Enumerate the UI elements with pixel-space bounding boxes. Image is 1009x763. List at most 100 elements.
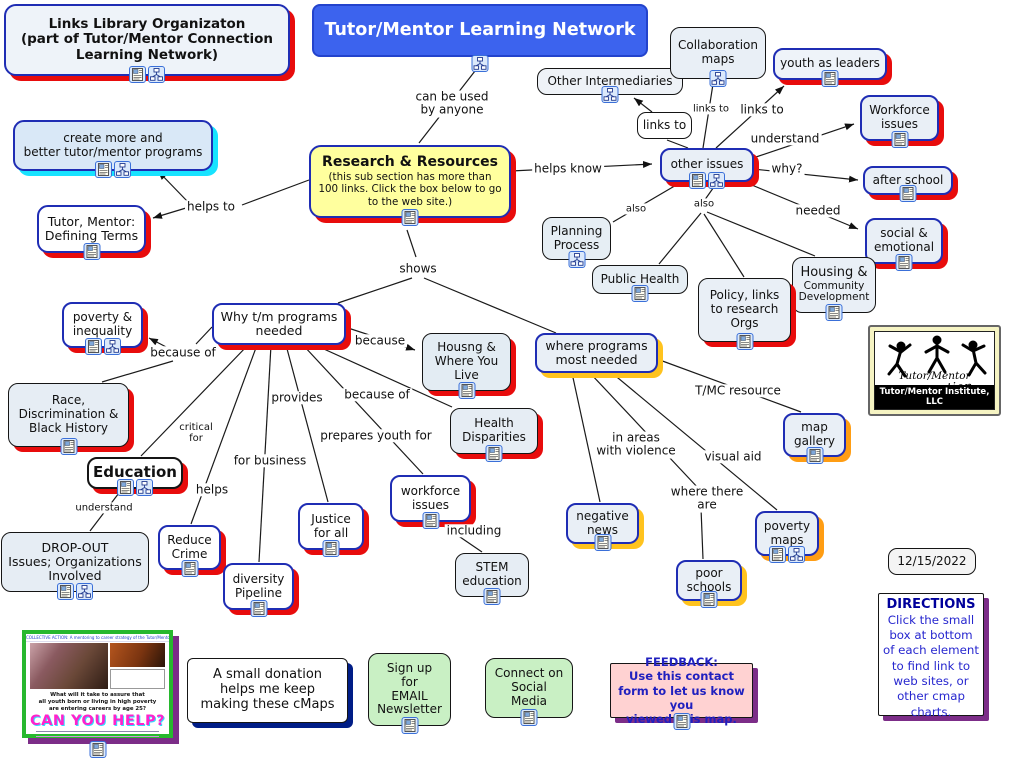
page-link-icon[interactable] [736,333,753,350]
node-research-resources[interactable]: Research & Resources (this sub section h… [309,145,511,226]
node-label: youth as leaders [780,56,880,71]
page-link-icon[interactable] [250,600,267,617]
edge-label-needed: needed [793,203,843,218]
node-email-newsletter-signup[interactable]: Sign up for EMAIL Newsletter [368,653,451,734]
cmap-link-icon[interactable] [103,338,121,355]
page-link-icon[interactable] [631,285,649,302]
node-label: where programs most needed [545,337,648,367]
poster-can-you-help[interactable]: COLLECTIVE ACTION: A mentoring to career… [22,630,173,758]
poster-can-you-help-text: CAN YOU HELP? [30,713,165,730]
date-box[interactable]: 12/15/2022 [888,548,976,575]
page-link-icon[interactable] [594,534,611,551]
page-link-icon[interactable] [895,254,913,271]
page-link-icon[interactable] [806,447,823,464]
cmap-link-icon[interactable] [76,583,93,600]
node-policy-research-orgs[interactable]: Policy, links to research Orgs [698,278,791,350]
node-diversity-pipeline[interactable]: diversity Pipeline [223,563,294,617]
page-link-icon[interactable] [769,546,786,563]
tutor-mentor-connection-logo[interactable]: Tutor/Mentor Connection Tutor/Mentor Ins… [868,325,1001,416]
page-link-icon[interactable] [422,512,439,529]
node-youth-as-leaders[interactable]: youth as leaders [773,48,887,87]
node-poor-schools[interactable]: poor schools [676,560,742,608]
node-housng-where-you-live[interactable]: Housng & Where You Live [422,333,511,399]
node-after-school[interactable]: after school [863,166,953,202]
edge-label-understand: understand [748,131,822,146]
node-reduce-crime[interactable]: Reduce Crime [158,525,221,577]
node-poverty-inequality[interactable]: poverty & inequality [62,302,143,355]
page-link-icon[interactable] [95,161,112,178]
node-tutor-mentor-defining-terms[interactable]: Tutor, Mentor: Defining Terms [37,205,146,260]
page-link-icon[interactable] [891,131,908,148]
node-housing-community-development[interactable]: Housing & Community Development [792,257,876,321]
node-workforce-issues-top[interactable]: Workforce issues [860,95,939,148]
node-race-discrimination-black-history[interactable]: Race, Discrimination & Black History [8,383,129,455]
page-link-icon[interactable] [689,172,706,189]
node-collaboration-maps[interactable]: Collaboration maps [670,27,766,87]
page-link-icon[interactable] [117,479,134,496]
node-label: STEM education [462,560,522,588]
cmap-link-icon[interactable] [601,86,619,103]
node-label: poverty maps [763,518,811,547]
node-donation[interactable]: A small donation helps me keep making th… [187,658,348,723]
cmap-link-icon[interactable] [148,66,165,83]
node-workforce-issues[interactable]: workforce issues [390,475,471,529]
page-link-icon[interactable] [821,70,839,87]
cmap-link-icon[interactable] [471,55,489,72]
node-dropout-issues[interactable]: DROP-OUT Issues; Organizations Involved [1,532,149,600]
node-other-intermediaries[interactable]: Other Intermediaries [537,68,683,103]
cmap-link-icon[interactable] [788,546,805,563]
page-link-icon[interactable] [83,243,100,260]
cmap-link-icon[interactable] [709,70,727,87]
node-label: Tutor/Mentor Learning Network [324,19,636,40]
page-link-icon[interactable] [458,382,475,399]
page-link-icon[interactable] [899,185,917,202]
node-negative-news[interactable]: negative news [566,503,639,551]
node-poverty-maps[interactable]: poverty maps [755,511,819,563]
node-label: Housing & [800,265,868,281]
node-education[interactable]: Education [87,457,183,496]
logo-figures [887,335,987,378]
page-link-icon[interactable] [84,338,102,355]
page-link-icon[interactable] [825,304,843,321]
node-label: Education [93,463,177,482]
node-planning-process[interactable]: Planning Process [542,217,611,268]
node-where-programs-most-needed[interactable]: where programs most needed [535,333,658,373]
node-stem-education[interactable]: STEM education [455,553,529,605]
cmap-link-icon[interactable] [114,161,131,178]
page-link-icon[interactable] [673,713,690,730]
node-label: Reduce Crime [167,532,212,561]
node-why-tm-programs-needed[interactable]: Why t/m programs needed [212,303,346,345]
node-create-more-programs[interactable]: create more and better tutor/mentor prog… [13,120,213,178]
node-justice-for-all[interactable]: Justice for all [298,503,364,557]
node-public-health[interactable]: Public Health [592,265,688,302]
page-link-icon[interactable] [57,583,74,600]
page-link-icon[interactable] [322,540,340,557]
cmap-link-icon[interactable] [708,172,725,189]
page-link-icon[interactable] [700,591,718,608]
page-link-icon[interactable] [483,588,501,605]
cmap-link-icon[interactable] [136,479,153,496]
node-links-to[interactable]: links to [637,112,692,139]
node-links-library[interactable]: Links Library Organizaton (part of Tutor… [4,4,290,83]
page-link-icon[interactable] [181,560,198,577]
node-feedback[interactable]: FEEDBACK: Use this contact form to let u… [610,655,753,730]
cmap-link-icon[interactable] [568,251,585,268]
page-link-icon[interactable] [401,209,419,226]
node-map-gallery[interactable]: map gallery [783,413,846,464]
node-other-issues[interactable]: other issues [660,148,754,189]
node-label: other issues [670,157,744,172]
node-social-media[interactable]: Connect on Social Media [485,658,573,726]
page-link-icon[interactable] [485,445,503,462]
edge-label-helps-to: helps to [184,199,238,214]
edge-label-shows: shows [397,261,439,276]
node-health-disparities[interactable]: Health Disparities [450,408,538,462]
node-social-emotional[interactable]: social & emotional [865,218,943,271]
page-link-icon[interactable] [401,717,418,734]
page-link-icon[interactable] [129,66,146,83]
node-label: Housng & Where You Live [434,340,499,382]
page-link-icon[interactable] [89,741,106,758]
node-learning-network-title[interactable]: Tutor/Mentor Learning Network [312,4,648,72]
page-link-icon[interactable] [60,438,77,455]
edge-label-helps-know: helps know [532,161,604,176]
page-link-icon[interactable] [520,709,538,726]
